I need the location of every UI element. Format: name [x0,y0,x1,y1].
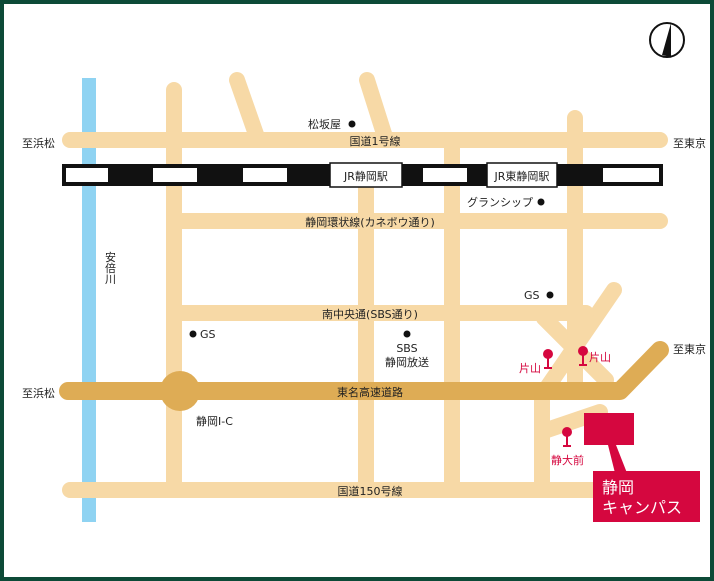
road-label-route150: 国道150号線 [338,484,403,498]
campus-label-line1: 静岡 [602,478,634,497]
bus-stop-base [544,367,552,369]
bus-stop-shizudaimae[interactable]: 静大前 [551,427,584,467]
railway-segment [423,168,467,182]
landmark-dot [348,120,356,128]
roads [62,72,668,498]
campus-label-line2: キャンパス [602,498,682,517]
direction-west-top: 至浜松 [22,136,55,150]
landmark-matsuzakaya: 松坂屋 [308,117,341,131]
bus-stop-katayama-right[interactable]: 片山 [578,346,611,366]
station-jr-higashi-shizuoka[interactable]: JR東静岡駅 [486,162,558,188]
railway-segment [66,168,108,182]
landmark-dot [189,330,197,338]
direction-west-highway: 至浜松 [22,386,55,400]
station-label: JR静岡駅 [343,169,388,183]
bus-stop-label: 片山 [519,362,541,375]
railway-segment [243,168,287,182]
road-diagonal-1 [229,72,266,148]
road-diagonal-east-2 [536,310,614,388]
bus-stop-label: 静大前 [551,453,584,467]
bus-stop-label: 片山 [589,351,611,364]
road-label-route1: 国道1号線 [350,134,401,148]
compass-needle [662,23,671,57]
landmark-dot [537,198,545,206]
station-box [486,162,558,188]
campus-label-box [593,471,700,522]
landmark-gs-west: GS [200,328,216,341]
landmark-dot [403,330,411,338]
bus-stop-katayama-left[interactable]: 片山 [519,349,553,375]
station-box [329,162,403,188]
interchange-label: 静岡I-C [196,414,233,428]
bus-stop-base [579,364,587,366]
direction-east-top: 至東京 [673,136,706,150]
bus-stop-pole [566,432,568,446]
bus-stop-base [563,445,571,447]
campus-building [584,413,634,445]
interchange-marker [160,371,200,411]
north-compass-icon [649,22,685,58]
landmark-gs-east: GS [524,289,540,302]
campus-pointer [608,445,627,473]
tomei-expressway [59,341,669,400]
railway-segment [153,168,197,182]
campus-marker[interactable]: 静岡 キャンパス [584,413,700,522]
station-label: JR東静岡駅 [494,169,550,183]
bus-stop-pole [547,354,549,368]
landmark-dot [546,291,554,299]
road-diagonal-east [536,282,622,400]
river-label: 安倍川 [104,250,117,284]
road-label-ring: 静岡環状線(カネボウ通り) [305,215,435,229]
railway-segment [603,168,659,182]
landmark-sbs: SBS [396,342,417,355]
road-label-tomei: 東名高速道路 [337,385,403,399]
map-panel [4,4,710,577]
landmark-granship: グランシップ [467,195,533,209]
road-diagonal-2 [359,72,394,148]
bus-stop-pole [582,351,584,365]
direction-east-highway: 至東京 [673,342,706,356]
road-label-minami: 南中央通(SBS通り) [322,308,418,321]
landmark-sbs-sub: 静岡放送 [385,355,429,369]
station-jr-shizuoka[interactable]: JR静岡駅 [329,162,403,188]
